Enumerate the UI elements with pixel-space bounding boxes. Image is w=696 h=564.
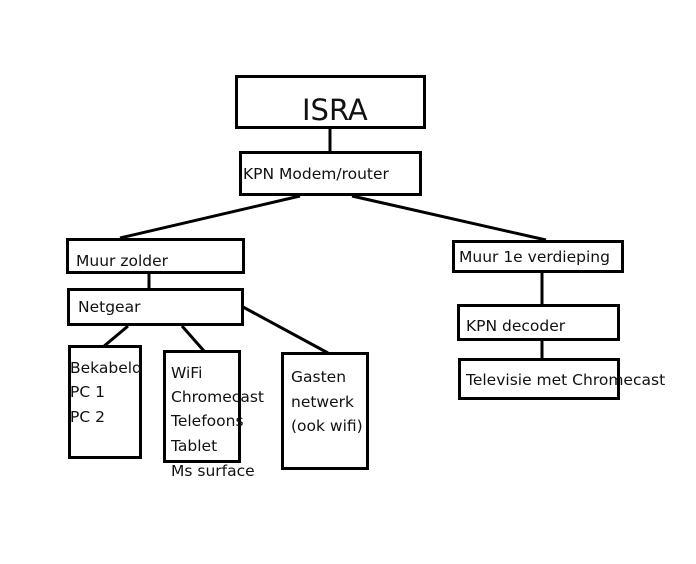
wifi-line-4: Tablet <box>171 437 218 455</box>
wifi-line-5: Ms surface <box>171 462 255 480</box>
muur-1e-box <box>452 240 624 273</box>
bekabeld-line-3: PC 2 <box>70 408 105 426</box>
edge-modem-muur-1e <box>351 194 547 242</box>
isra-box <box>235 75 426 129</box>
edge-netgear-bekabeld <box>102 324 129 349</box>
modem-box <box>239 151 422 196</box>
netgear-label: Netgear <box>78 298 141 316</box>
muur-1e-label: Muur 1e verdieping <box>459 248 610 266</box>
decoder-label: KPN decoder <box>466 317 566 335</box>
edge-modem-muur-zolder <box>119 194 301 240</box>
gasten-box <box>281 352 369 470</box>
edge-netgear-gasten <box>242 305 329 355</box>
muur-zolder-box <box>66 238 245 274</box>
gasten-line-1: Gasten <box>291 368 347 386</box>
decoder-box <box>457 304 620 341</box>
televisie-label: Televisie met Chromecast <box>466 371 666 389</box>
muur-zolder-label: Muur zolder <box>76 252 168 270</box>
televisie-box <box>458 358 620 400</box>
netgear-box <box>67 288 244 326</box>
edge-netgear-wifi <box>180 325 206 352</box>
wifi-line-3: Telefoons <box>171 412 244 430</box>
bekabeld-line-2: PC 1 <box>70 383 105 401</box>
wifi-box <box>163 350 241 463</box>
isra-label: ISRA <box>302 93 368 127</box>
gasten-line-2: netwerk <box>291 393 354 411</box>
gasten-line-3: (ook wifi) <box>291 417 363 435</box>
wifi-line-1: WiFi <box>171 364 203 382</box>
modem-label: KPN Modem/router <box>243 165 389 183</box>
bekabeld-box <box>68 345 142 459</box>
bekabeld-line-1: Bekabeld <box>70 359 142 377</box>
wifi-line-2: Chromecast <box>171 388 264 406</box>
